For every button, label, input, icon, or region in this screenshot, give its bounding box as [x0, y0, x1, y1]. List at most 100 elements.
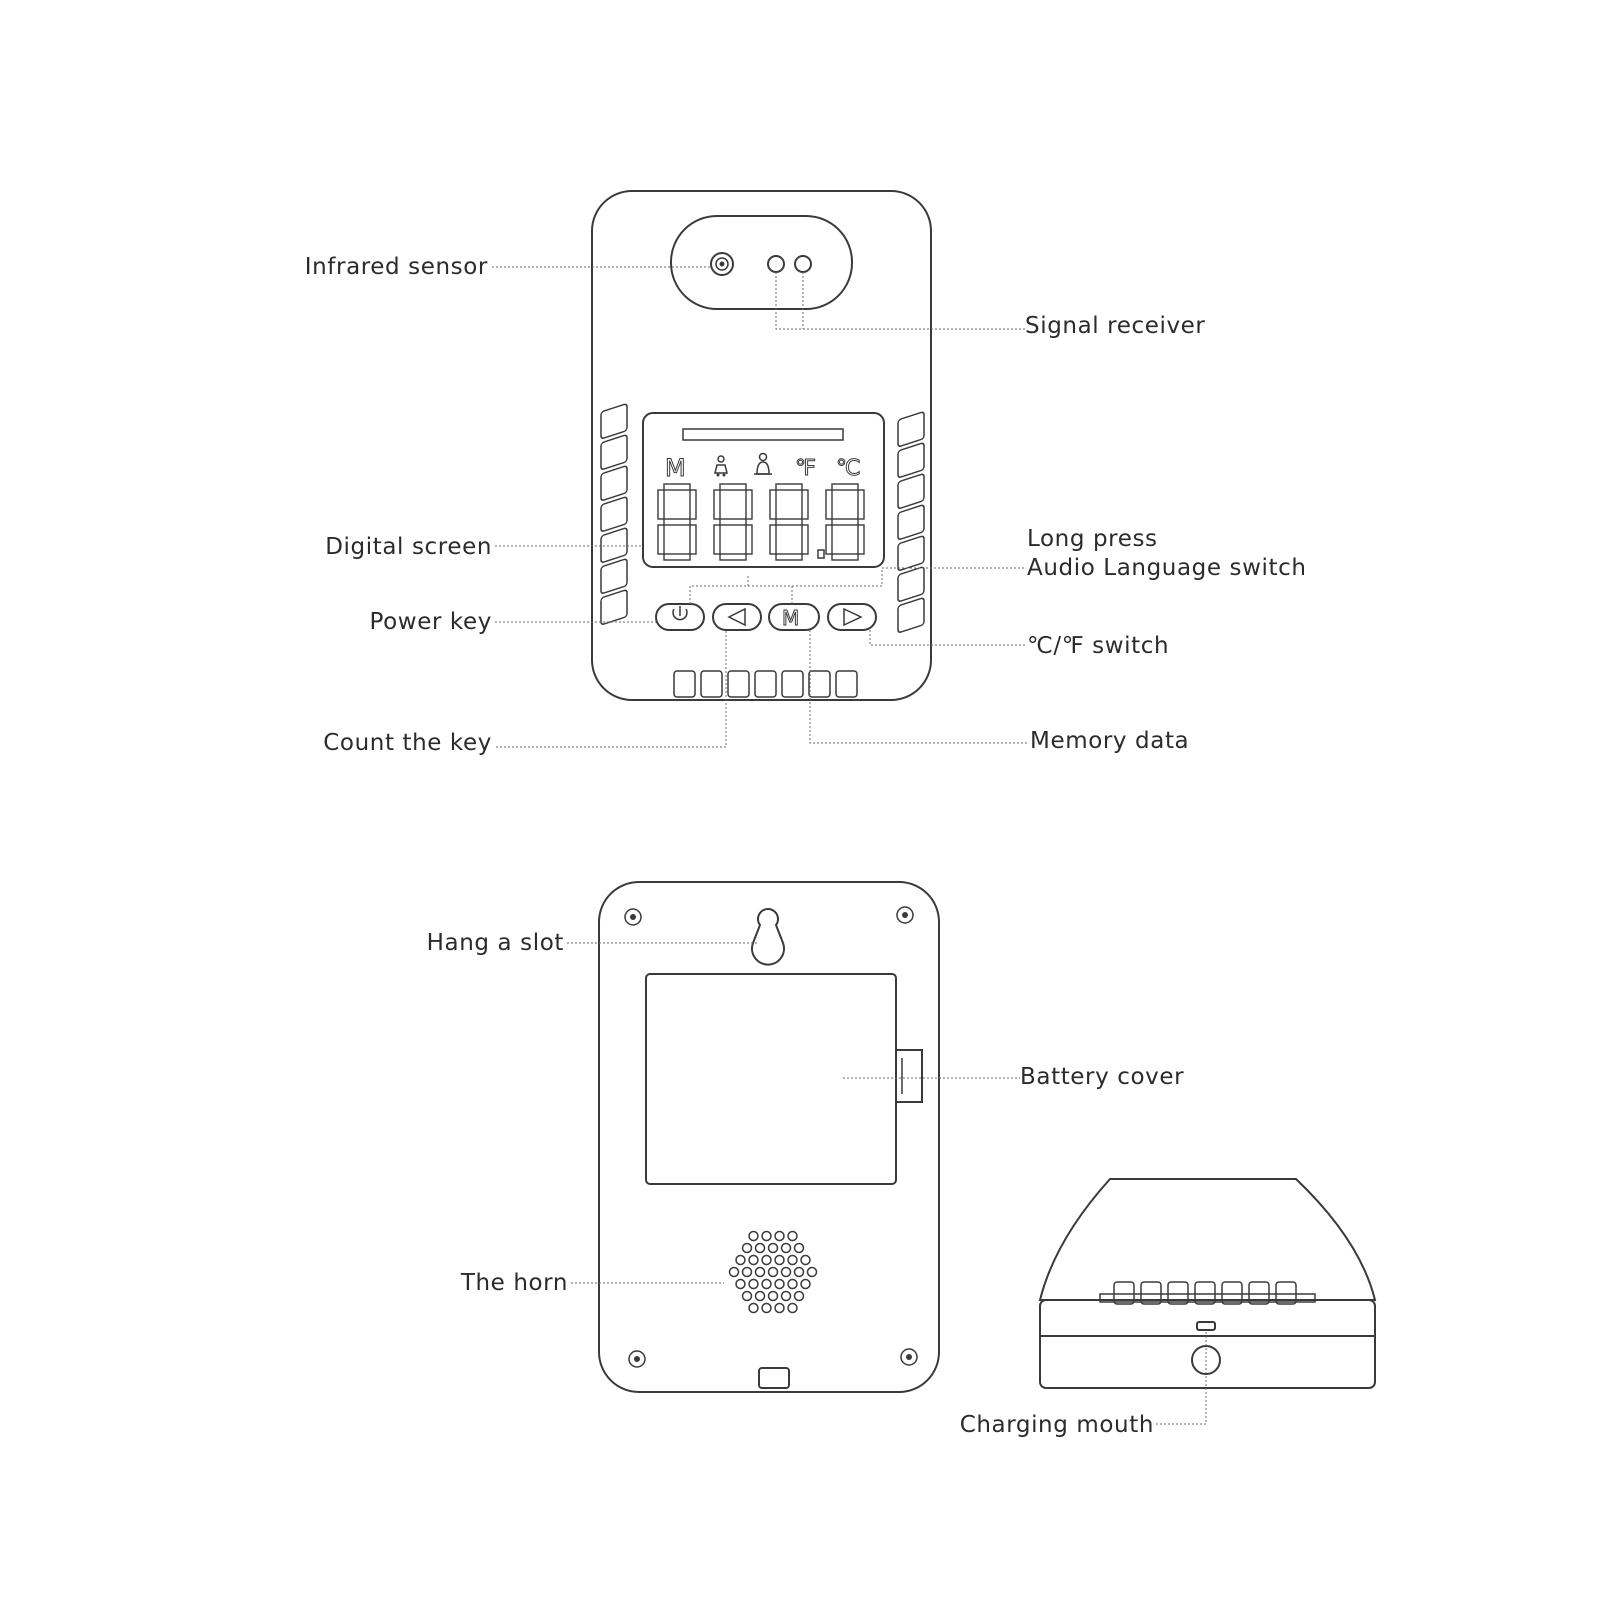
power-key-button[interactable] — [655, 603, 705, 631]
bottom-view-vent-slot — [1248, 1281, 1270, 1305]
speaker-hole — [800, 1278, 811, 1290]
right-vent-slot — [897, 442, 925, 478]
label-digital-screen: Digital screen — [325, 534, 492, 560]
label-memory-data: Memory data — [1030, 728, 1189, 754]
label-battery-cover: Battery cover — [1020, 1064, 1184, 1090]
speaker-hole — [761, 1302, 772, 1314]
speaker-hole — [806, 1266, 818, 1278]
speaker-hole — [761, 1230, 772, 1242]
speaker-hole — [787, 1230, 798, 1242]
adult-icon — [714, 455, 728, 477]
screw-top-right — [896, 906, 914, 924]
label-audio-language-switch: Audio Language switch — [1027, 555, 1307, 581]
front-body — [591, 190, 932, 701]
m-key-glyph: M — [782, 606, 799, 630]
left-vent-slot — [600, 589, 628, 625]
label-horn: The horn — [460, 1270, 568, 1296]
seven-segment-digit — [713, 483, 753, 561]
speaker-hole — [800, 1254, 811, 1266]
label-signal-receiver: Signal receiver — [1025, 313, 1205, 339]
bottom-view-vent-slot — [1194, 1281, 1216, 1305]
bottom-view-vent-slot — [1221, 1281, 1243, 1305]
speaker-hole — [741, 1242, 753, 1254]
left-vent-slot — [600, 465, 628, 501]
power-icon — [672, 608, 688, 621]
speaker-hole — [793, 1242, 805, 1254]
seven-segment-digit — [657, 483, 697, 561]
unit-switch-key-button[interactable] — [827, 603, 877, 631]
screw-bottom-left — [628, 1350, 646, 1368]
speaker-hole — [748, 1278, 759, 1290]
screen-memory-icon: M — [665, 454, 686, 482]
speaker-hole — [728, 1266, 740, 1278]
speaker-hole — [787, 1302, 798, 1314]
speaker-hole — [748, 1254, 759, 1266]
label-unit-switch: ℃/℉ switch — [1027, 633, 1169, 659]
decimal-point — [817, 549, 825, 559]
status-bar — [682, 428, 844, 441]
battery-cover-latch — [896, 1049, 923, 1103]
hang-slot-icon — [751, 908, 785, 966]
seven-segment-digit — [769, 483, 809, 561]
speaker-hole — [787, 1254, 798, 1266]
speaker-hole — [761, 1254, 772, 1266]
speaker-hole — [767, 1242, 779, 1254]
speaker-hole — [748, 1302, 759, 1314]
speaker-hole — [780, 1290, 792, 1302]
speaker-hole — [774, 1230, 785, 1242]
label-count-key: Count the key — [323, 730, 492, 756]
speaker-hole — [774, 1254, 785, 1266]
left-vent-slot — [600, 434, 628, 470]
speaker-hole — [754, 1290, 766, 1302]
speaker-hole — [793, 1266, 805, 1278]
bottom-vent — [673, 670, 858, 698]
left-vent-slot — [600, 496, 628, 532]
bottom-vent-slot — [700, 670, 723, 698]
bottom-leaders — [1156, 1330, 1207, 1425]
speaker-hole — [780, 1242, 792, 1254]
speaker-hole — [754, 1242, 766, 1254]
speaker-hole — [767, 1290, 779, 1302]
back-port — [758, 1367, 790, 1389]
seven-segment-digit — [825, 483, 865, 561]
bottom-vent-slot — [808, 670, 831, 698]
front-leaders — [492, 266, 1028, 748]
speaker-hole — [774, 1278, 785, 1290]
speaker-hole — [741, 1290, 753, 1302]
bottom-view-vent-slot — [1140, 1281, 1162, 1305]
back-view: Hang a slot Battery cover The horn — [427, 881, 1184, 1393]
front-view: M ℉ ℃ M — [305, 190, 1307, 756]
left-vent-slot — [600, 527, 628, 563]
label-infrared-sensor: Infrared sensor — [305, 254, 488, 280]
left-arrow-icon — [727, 607, 746, 627]
right-vent-slot — [897, 473, 925, 509]
battery-cover — [645, 973, 897, 1185]
screw-bottom-right — [900, 1348, 918, 1366]
count-key-button[interactable] — [712, 603, 762, 631]
speaker-hole — [774, 1302, 785, 1314]
sensor-pod — [670, 215, 853, 310]
bottom-body-top — [1038, 1178, 1377, 1301]
speaker-hole — [754, 1266, 766, 1278]
right-vent-slot — [897, 411, 925, 447]
speaker-hole — [793, 1290, 805, 1302]
bottom-vent-row — [1113, 1281, 1297, 1305]
right-arrow-icon — [843, 607, 863, 627]
bottom-view-vent-slot — [1167, 1281, 1189, 1305]
bottom-vent-slot — [835, 670, 858, 698]
bottom-vent-slot — [727, 670, 750, 698]
memory-key-button[interactable]: M — [768, 603, 820, 631]
screw-top-left — [624, 908, 642, 926]
speaker-hole — [787, 1278, 798, 1290]
bottom-view-vent-slot — [1113, 1281, 1135, 1305]
celsius-icon: ℃ — [836, 456, 861, 481]
bottom-vent-slot — [673, 670, 696, 698]
infrared-sensor-icon — [710, 252, 734, 276]
left-vent — [600, 403, 628, 625]
speaker-hole — [761, 1278, 772, 1290]
bottom-vent-slot — [754, 670, 777, 698]
fahrenheit-icon: ℉ — [795, 456, 816, 481]
right-vent-slot — [897, 504, 925, 540]
back-body — [598, 881, 940, 1393]
